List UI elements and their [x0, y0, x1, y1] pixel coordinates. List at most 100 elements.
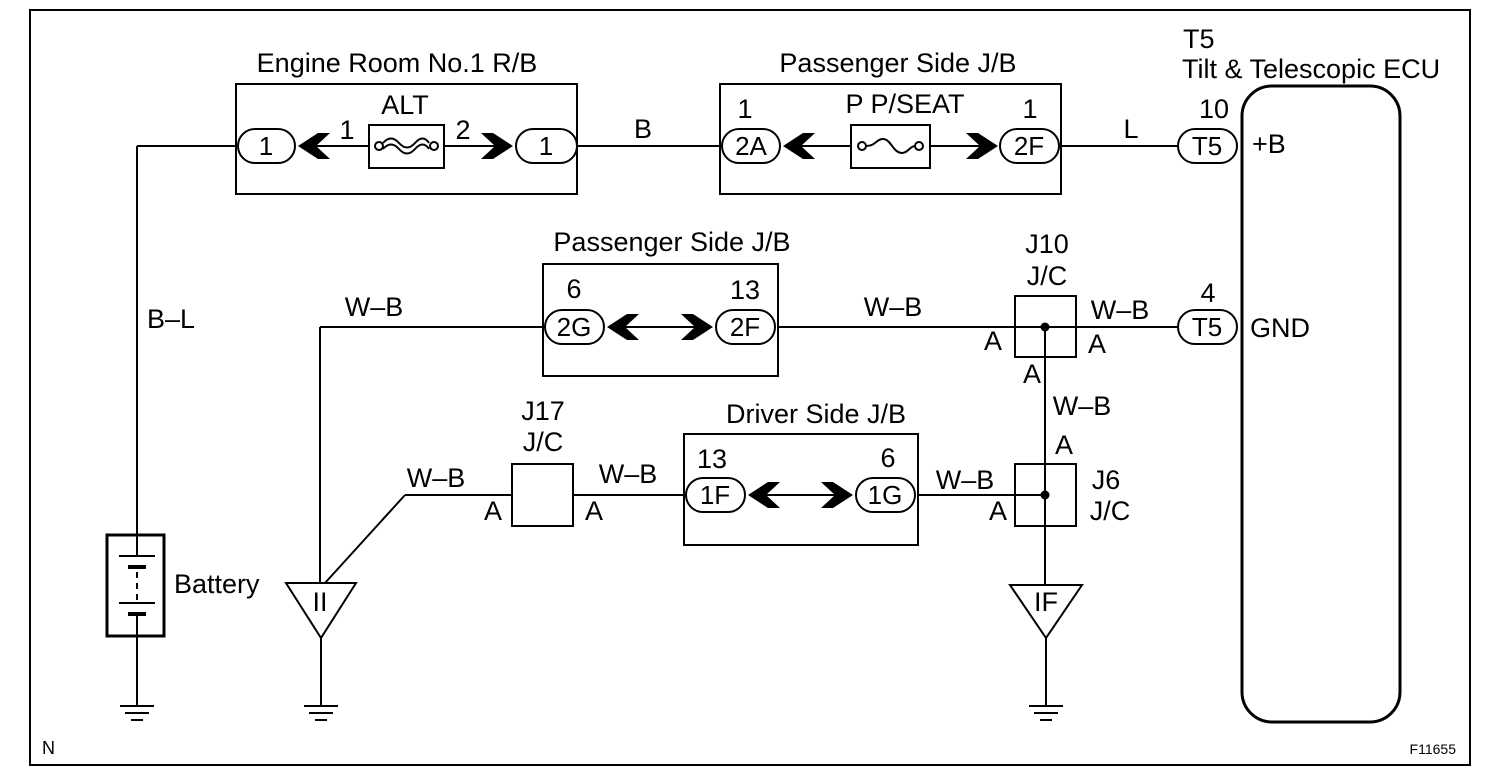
- passenger-jb-upper-output-connector: [999, 128, 1060, 164]
- j10-terminal-left: A: [984, 326, 1002, 356]
- j6-type: J/C: [1090, 496, 1131, 526]
- passenger-jb-lower-left-pin: 6: [566, 274, 581, 304]
- ground-if-earth-icon: [1029, 705, 1063, 721]
- fuse-terminal-icon: [429, 141, 439, 151]
- engine-room-rb-box: [235, 83, 578, 195]
- j6-terminal-left: A: [989, 496, 1007, 526]
- passenger-jb-lower-box: [542, 263, 779, 377]
- wire-label-jb-to-ecu: L: [1123, 114, 1138, 144]
- passenger-jb-upper-input-connector-label: 2A: [735, 131, 767, 161]
- driver-jb-right-connector-label: 1G: [868, 480, 903, 510]
- ground-point-if-icon: [1008, 584, 1084, 640]
- pseat-fuse-box: [850, 124, 931, 169]
- driver-jb-title: Driver Side J/B: [726, 399, 906, 429]
- engine-room-rb-input-connector-label: 1: [259, 131, 273, 161]
- connector-arrow-icon: [681, 314, 713, 340]
- passenger-jb-upper-input-connector: [721, 128, 781, 164]
- passenger-jb-lower-title: Passenger Side J/B: [553, 227, 790, 257]
- wire-label-j17-to-jb: W–B: [599, 459, 658, 489]
- ground-point-if-label: IF: [1034, 587, 1058, 617]
- engine-room-rb-title: Engine Room No.1 R/B: [257, 48, 538, 78]
- driver-jb-left-connector-label: 1F: [700, 480, 730, 510]
- fuse-terminal-icon: [914, 141, 924, 151]
- alt-fuse-label: ALT: [381, 90, 429, 120]
- j17-box: [511, 463, 574, 527]
- ecu-code: T5: [1183, 24, 1215, 54]
- passenger-jb-lower-right-connector-label: 2F: [730, 312, 760, 342]
- ecu-ground-pin: 4: [1200, 278, 1215, 308]
- driver-jb-right-pin: 6: [880, 443, 895, 473]
- passenger-jb-upper-box: [719, 83, 1062, 195]
- passenger-jb-lower-left-connector: [544, 309, 605, 345]
- ecu-body: [1240, 84, 1402, 724]
- j17-code: J17: [521, 396, 565, 426]
- ecu-power-connector-label: T5: [1192, 131, 1222, 161]
- connector-arrow-icon: [966, 133, 998, 159]
- battery-label: Battery: [174, 569, 260, 599]
- wire-label-ground-ii-to-jb: W–B: [345, 292, 404, 322]
- fuse-terminal-icon: [857, 141, 867, 151]
- j6-splice-dot: [1040, 490, 1050, 500]
- wire-label-jb-to-j6: W–B: [936, 465, 995, 495]
- battery-frame: [105, 533, 166, 638]
- ground-point-ii-icon: [284, 582, 358, 640]
- connector-arrow-icon: [783, 133, 815, 159]
- figure-id: F11655: [1410, 741, 1457, 757]
- driver-jb-box: [683, 433, 919, 546]
- alt-fuse-out-pin: 2: [455, 115, 470, 145]
- j6-box: [1014, 463, 1077, 527]
- j17-terminal-left: A: [484, 496, 502, 526]
- wire-label-ground-ii-to-j17: W–B: [407, 463, 466, 493]
- connector-arrow-icon: [607, 314, 639, 340]
- j6-terminal-top: A: [1055, 430, 1073, 460]
- passenger-jb-upper-output-connector-label: 2F: [1014, 131, 1044, 161]
- passenger-jb-upper-output-pin: 1: [1022, 94, 1037, 124]
- ground-point-ii-label: II: [312, 587, 327, 617]
- j10-terminal-right: A: [1088, 329, 1106, 359]
- ecu-ground-connector-label: T5: [1192, 312, 1222, 342]
- connector-arrow-icon: [821, 482, 853, 508]
- fusible-link-icon: [382, 137, 430, 149]
- j10-type: J/C: [1027, 261, 1068, 291]
- corner-mark: N: [42, 738, 55, 758]
- diagram-border: [29, 9, 1471, 766]
- ecu-power-connector: [1177, 128, 1238, 164]
- wire-ground-ii-to-j17-diagonal: [324, 494, 406, 584]
- ground-ii-earth-icon: [304, 705, 338, 721]
- wire-label-rb-to-jb: B: [634, 114, 652, 144]
- battery-ground-icon: [120, 705, 154, 721]
- driver-jb-left-pin: 13: [697, 444, 727, 474]
- passenger-jb-lower-right-connector: [715, 309, 776, 345]
- driver-jb-left-connector: [685, 477, 746, 513]
- ecu-power-signal: +B: [1252, 129, 1286, 159]
- alt-fuse-in-pin: 1: [339, 115, 354, 145]
- fuse-icon: [865, 137, 916, 155]
- j10-terminal-bottom: A: [1023, 359, 1041, 389]
- j17-type: J/C: [523, 427, 564, 457]
- engine-room-rb-input-connector: [237, 128, 296, 164]
- ecu-name: Tilt & Telescopic ECU: [1182, 54, 1440, 84]
- wire-label-battery-to-rb: B–L: [147, 304, 195, 334]
- pseat-fuse-label: P P/SEAT: [845, 89, 964, 119]
- wire-label-j10-to-ecu: W–B: [1091, 295, 1150, 325]
- wire-label-jb-to-j10: W–B: [864, 292, 923, 322]
- connector-arrow-icon: [481, 133, 513, 159]
- connector-arrow-icon: [298, 133, 330, 159]
- battery-symbol: [105, 533, 166, 638]
- passenger-jb-lower-right-pin: 13: [730, 275, 760, 305]
- j6-code: J6: [1092, 465, 1121, 495]
- passenger-jb-lower-left-connector-label: 2G: [557, 312, 592, 342]
- j17-terminal-right: A: [585, 496, 603, 526]
- connector-arrow-icon: [748, 482, 780, 508]
- passenger-jb-upper-input-pin: 1: [737, 94, 752, 124]
- ecu-power-pin: 10: [1199, 94, 1229, 124]
- driver-jb-right-connector: [855, 477, 916, 513]
- j10-code: J10: [1025, 229, 1069, 259]
- fuse-terminal-icon: [374, 141, 384, 151]
- fusible-link-icon: [382, 143, 430, 155]
- passenger-jb-upper-title: Passenger Side J/B: [779, 48, 1016, 78]
- ecu-ground-signal: GND: [1250, 313, 1310, 343]
- wire-label-j10-to-j6: W–B: [1053, 391, 1112, 421]
- engine-room-rb-output-connector-label: 1: [539, 131, 553, 161]
